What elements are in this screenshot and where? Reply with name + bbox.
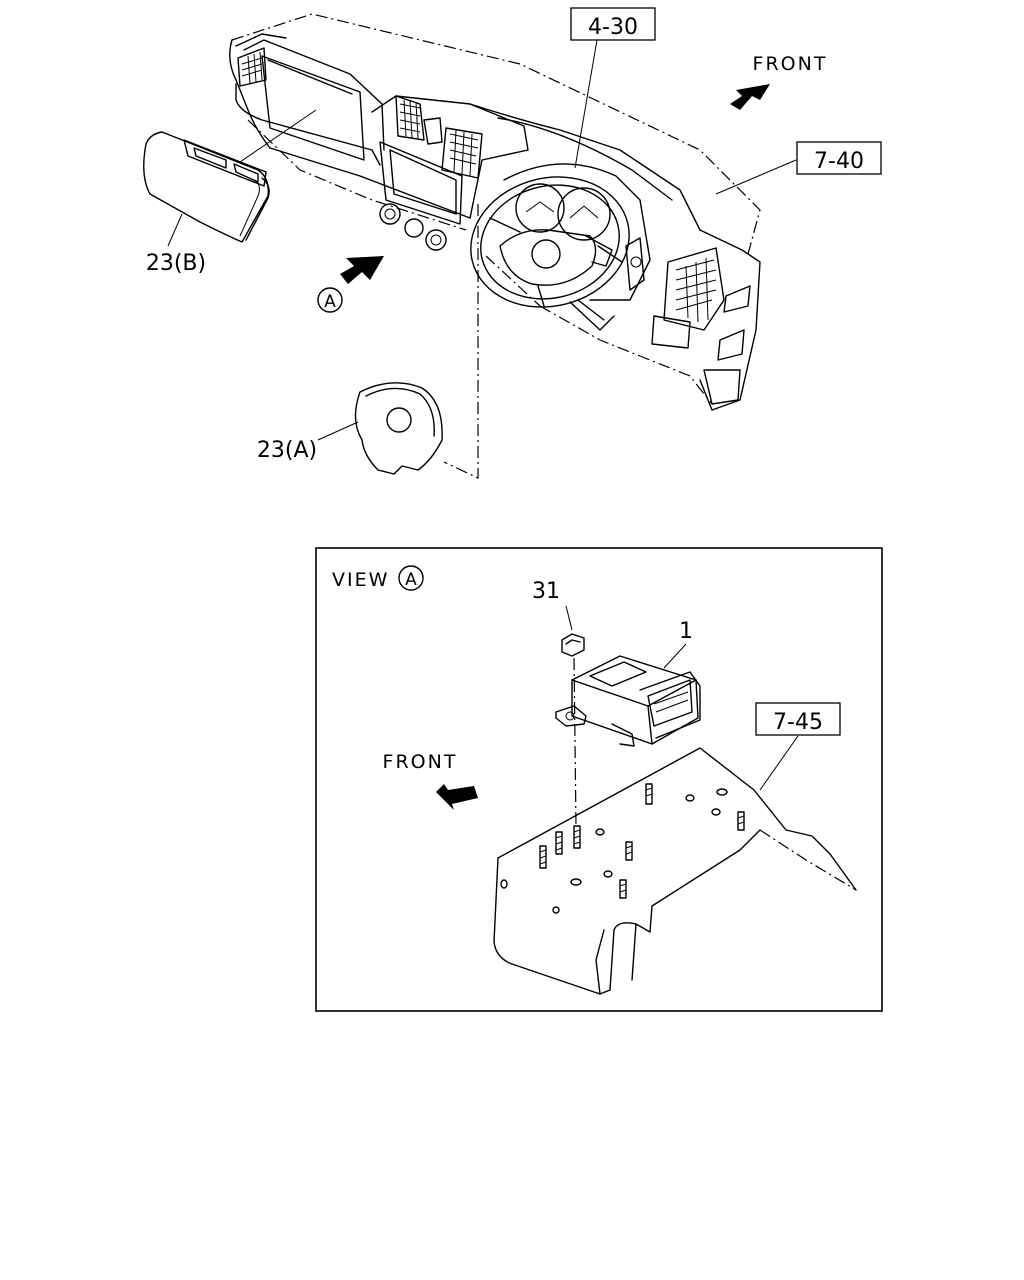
label-7-40: 7-40 (796, 141, 882, 175)
view-title-marker: A (405, 570, 417, 590)
view-title: VIEW (332, 569, 389, 591)
nut-part (561, 633, 585, 827)
passenger-airbag-part (143, 131, 270, 247)
dashboard-assembly (229, 13, 797, 479)
view-a-marker: A (317, 287, 343, 313)
label-4-30-text: 4-30 (588, 15, 638, 40)
label-7-40-text: 7-40 (814, 149, 864, 174)
front-arrow-view (436, 784, 478, 810)
label-4-30: 4-30 (570, 7, 656, 41)
label-7-45-text: 7-45 (773, 710, 823, 735)
airbag-sensor-unit (555, 655, 701, 747)
label-31: 31 (532, 579, 560, 604)
driver-airbag-part (317, 382, 443, 475)
bracket-studs (539, 783, 745, 899)
mounting-bracket (493, 747, 857, 995)
view-a-panel: VIEW A (315, 547, 883, 1012)
view-a-marker-text: A (324, 292, 336, 312)
label-23a: 23(A) (257, 438, 317, 463)
label-7-45: 7-45 (755, 702, 841, 736)
front-label-view: FRONT (383, 751, 458, 773)
front-arrow-top (730, 84, 770, 110)
view-a-arrow (340, 256, 384, 284)
label-23b: 23(B) (146, 251, 206, 276)
front-label-top: FRONT (753, 53, 828, 75)
label-1: 1 (679, 619, 693, 644)
